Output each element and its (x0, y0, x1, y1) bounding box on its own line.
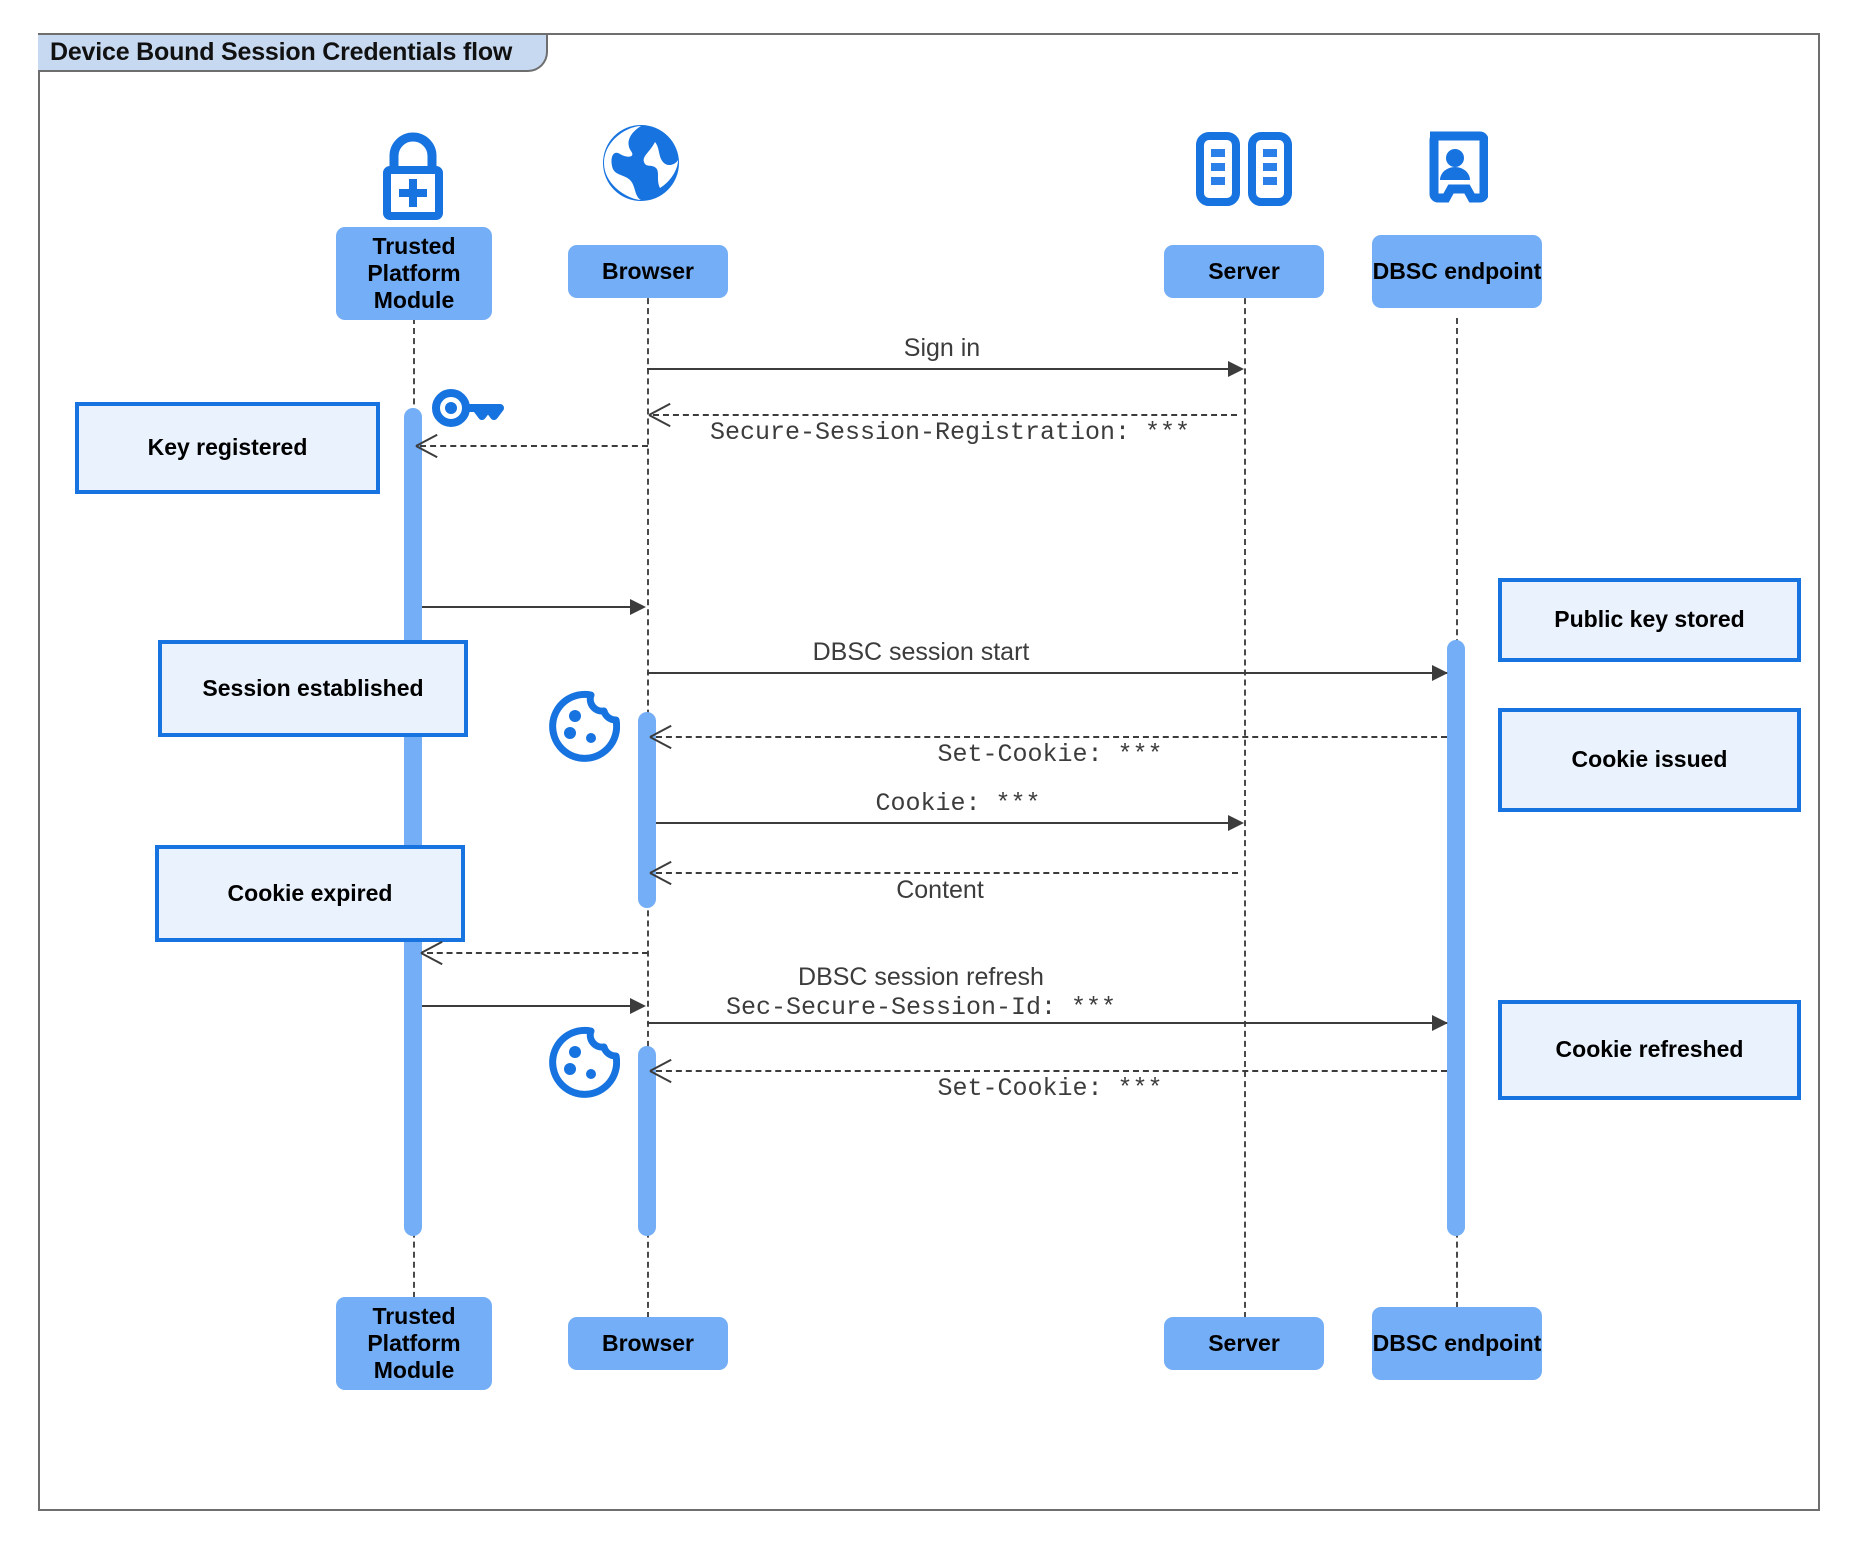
message-line-content (656, 872, 1238, 874)
participant-label: DBSC endpoint (1372, 257, 1542, 284)
note-label: Cookie refreshed (1555, 1036, 1744, 1063)
participant-dbsc-bottom[interactable]: DBSC endpoint (1372, 1307, 1542, 1380)
message-line-tpm-to-browser-key (422, 606, 639, 608)
message-label-dbsc-session-refresh-line1: DBSC session refresh (798, 963, 1044, 991)
note-cookie-refreshed: Cookie refreshed (1498, 1000, 1801, 1100)
participant-label: DBSC endpoint (1372, 1329, 1542, 1356)
note-session-established: Session established (158, 640, 468, 737)
participant-label: Browser (601, 1329, 695, 1356)
message-line-sign-in (647, 368, 1237, 370)
arrow-head-browser-to-tpm-refresh (421, 939, 443, 965)
arrow-head-dbsc-session-refresh (1432, 1015, 1448, 1031)
arrow-head-sign-in (1228, 361, 1244, 377)
note-cookie-issued: Cookie issued (1498, 708, 1801, 812)
message-line-register-key-to-tpm (420, 445, 648, 447)
id-badge-icon (1422, 130, 1489, 208)
note-label: Key registered (147, 434, 308, 461)
activation-bar-tpm (404, 408, 422, 1236)
message-label-set-cookie-1: Set-Cookie: *** (937, 740, 1163, 769)
message-line-tpm-to-browser-refresh (422, 1005, 639, 1007)
message-line-cookie-request (656, 822, 1238, 824)
diagram-title-tab: Device Bound Session Credentials flow (38, 33, 549, 72)
participant-label: Server (1208, 257, 1280, 284)
note-label: Cookie expired (227, 879, 393, 906)
participant-tpm-bottom[interactable]: Trusted Platform Module (336, 1297, 492, 1390)
cookie-icon (548, 690, 621, 762)
lifeline-server (1244, 278, 1246, 1328)
diagram-title: Device Bound Session Credentials flow (50, 38, 513, 66)
note-cookie-expired: Cookie expired (155, 845, 465, 942)
message-label-secure-session-registration: Secure-Session-Registration: *** (709, 418, 1191, 447)
participant-label: Trusted Platform Module (367, 1302, 461, 1384)
arrow-head-set-cookie-2 (650, 1057, 672, 1083)
participant-dbsc-top[interactable]: DBSC endpoint (1372, 235, 1542, 308)
participant-server-top[interactable]: Server (1164, 245, 1324, 298)
message-line-set-cookie-1 (656, 736, 1447, 738)
message-label-dbsc-session-refresh-line2: Sec-Secure-Session-Id: *** (725, 993, 1117, 1022)
cookie-icon (548, 1026, 621, 1098)
message-label-dbsc-session-start: DBSC session start (812, 638, 1030, 666)
participant-label: Trusted Platform Module (367, 232, 461, 314)
note-label: Cookie issued (1571, 746, 1728, 773)
arrow-head-tpm-to-browser-key (630, 599, 646, 615)
arrow-head-secure-session-registration (649, 401, 671, 427)
message-label-sign-in: Sign in (903, 334, 981, 362)
participant-browser-bottom[interactable]: Browser (568, 1317, 728, 1370)
activation-bar-dbsc (1447, 640, 1465, 1236)
message-line-set-cookie-2 (656, 1070, 1447, 1072)
note-public-key-stored: Public key stored (1498, 578, 1801, 662)
globe-icon (600, 122, 682, 204)
message-label-cookie-request: Cookie: *** (875, 789, 1041, 818)
arrow-head-cookie-request (1228, 815, 1244, 831)
participant-label: Browser (601, 257, 695, 284)
message-line-dbsc-session-start (647, 672, 1447, 674)
arrow-head-dbsc-session-start (1432, 665, 1448, 681)
arrow-head-register-key-to-tpm (416, 432, 438, 458)
note-label: Public key stored (1554, 606, 1745, 633)
note-key-registered: Key registered (75, 402, 380, 494)
message-line-secure-session-registration (653, 414, 1237, 416)
key-icon (430, 385, 506, 431)
arrow-head-tpm-to-browser-refresh (630, 998, 646, 1014)
note-label: Session established (202, 674, 424, 701)
lock-plus-icon (368, 126, 458, 224)
activation-bar-browser-2 (638, 1046, 656, 1236)
participant-label: Server (1208, 1329, 1280, 1356)
participant-browser-top[interactable]: Browser (568, 245, 728, 298)
arrow-head-set-cookie-1 (650, 723, 672, 749)
participant-tpm-top[interactable]: Trusted Platform Module (336, 227, 492, 320)
message-line-dbsc-session-refresh (647, 1022, 1447, 1024)
participant-server-bottom[interactable]: Server (1164, 1317, 1324, 1370)
message-label-content: Content (896, 876, 984, 904)
message-line-browser-to-tpm-refresh (427, 952, 648, 954)
server-racks-icon (1196, 132, 1292, 206)
message-label-set-cookie-2: Set-Cookie: *** (937, 1074, 1163, 1103)
